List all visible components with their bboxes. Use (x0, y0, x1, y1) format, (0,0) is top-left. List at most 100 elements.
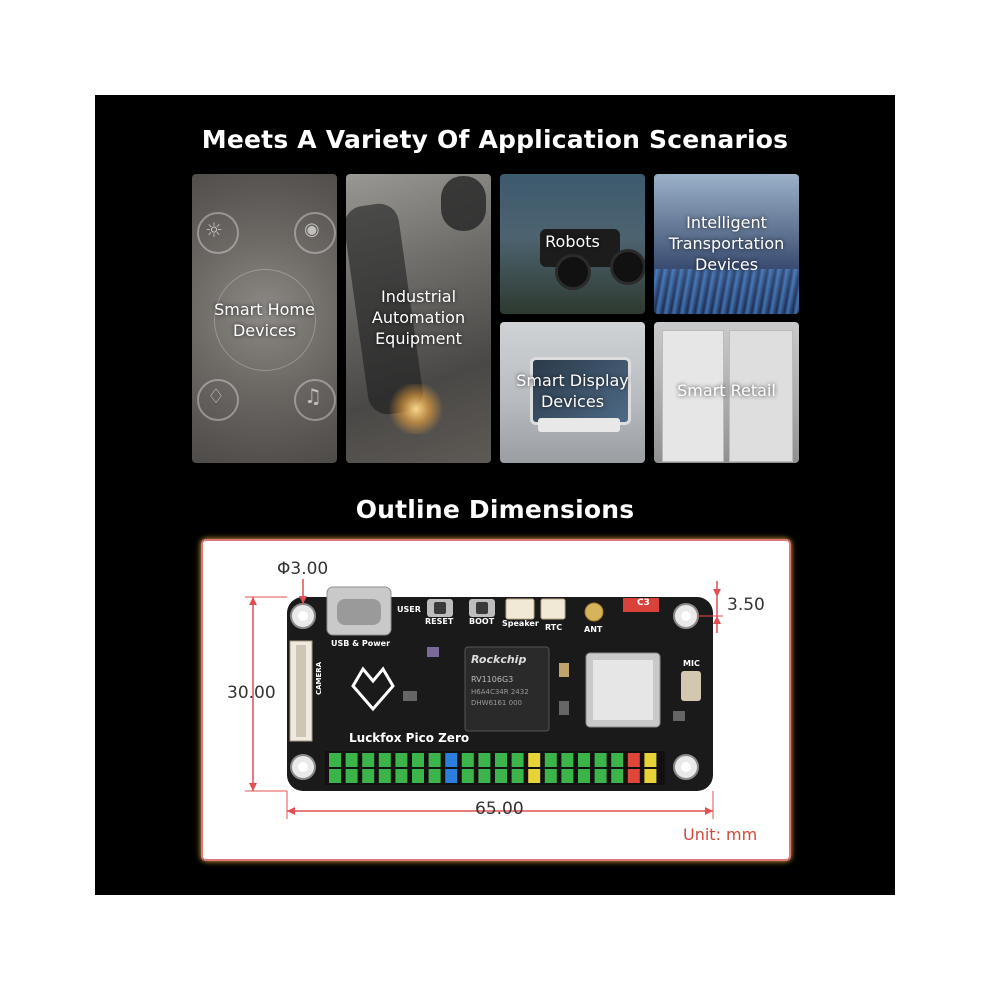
label-usb-power: USB & Power (331, 639, 391, 648)
mount-hole-inner (298, 762, 308, 772)
gpio-pin (445, 753, 458, 767)
dim-unit: Unit: mm (683, 825, 758, 844)
dim-height: 30.00 (227, 683, 276, 703)
label-boot: BOOT (469, 617, 495, 626)
label-chip-line2: H6A4C34R 2432 (471, 688, 529, 696)
tile-smart-home-label: Smart Home Devices (214, 300, 315, 340)
dimension-drawing (245, 579, 723, 819)
edge-arrow-bottom (713, 616, 721, 624)
gpio-pin (627, 769, 640, 783)
label-chip-model: RV1106G3 (471, 675, 514, 684)
label-chip-line3: DHW6161 000 (471, 699, 522, 707)
tile-transport: Intelligent Transportation Devices (654, 174, 799, 314)
bulb-ring-top-left (197, 212, 239, 254)
gpio-pin (528, 753, 541, 767)
label-ant: ANT (584, 625, 603, 634)
gpio-pin (627, 753, 640, 767)
gpio-pin (644, 753, 657, 767)
antenna-connector (584, 602, 604, 622)
tile-industrial-label: Industrial Automation Equipment (371, 287, 466, 348)
content-panel: Meets A Variety Of Application Scenarios… (95, 95, 895, 895)
boot-button-cap (476, 602, 488, 614)
gpio-pin (378, 769, 391, 783)
luckfox-logo-icon (351, 666, 395, 712)
usb-c-port (337, 599, 381, 625)
rtc-connector (540, 598, 566, 620)
gpio-pin (495, 753, 507, 767)
gpio-pin (445, 769, 458, 783)
road-light-lines (654, 269, 799, 314)
gpio-pin (412, 769, 424, 783)
mount-hole-inner (681, 611, 691, 621)
mount-hole-inner (681, 762, 691, 772)
sparks-glow (386, 384, 446, 434)
c3-component (623, 598, 659, 612)
gpio-pin (478, 769, 491, 783)
gpio-pin (362, 769, 375, 783)
label-user: USER (397, 605, 421, 614)
label-mic: MIC (683, 659, 700, 668)
rockchip-soc (464, 646, 550, 732)
tile-robots: Robots (500, 174, 645, 314)
robot-wheel-left (555, 254, 591, 290)
gpio-pin (544, 753, 557, 767)
label-speaker: Speaker (502, 619, 539, 628)
music-icon: ♫ (304, 384, 322, 408)
gpio-pin (461, 753, 474, 767)
gpio-pin (329, 769, 341, 783)
smd-component (427, 647, 439, 657)
label-board-name: Luckfox Pico Zero (349, 731, 470, 745)
height-arrow-bottom (249, 783, 257, 791)
gpio-pin (594, 753, 607, 767)
tile-transport-label: Intelligent Transportation Devices (668, 213, 785, 274)
display-device-base (538, 418, 620, 432)
gpio-pin (644, 769, 657, 783)
wifi-module-shield (593, 660, 653, 720)
dim-width: 65.00 (475, 799, 524, 819)
gpio-pins (329, 753, 657, 783)
gpio-pin (428, 753, 441, 767)
gpio-pin (378, 753, 391, 767)
bulb-ring-bottom-left (197, 379, 239, 421)
gpio-pin (561, 769, 574, 783)
dim-edge-offset: 3.50 (727, 595, 765, 615)
gpio-pin (611, 769, 624, 783)
gpio-pin (611, 753, 624, 767)
tile-robots-label: Robots (545, 232, 600, 251)
smd-component (559, 701, 569, 715)
gpio-pin (412, 753, 424, 767)
edge-arrow-top (713, 589, 721, 597)
label-camera: CAMERA (315, 661, 323, 695)
center-ring (214, 269, 316, 371)
label-reset: RESET (425, 617, 454, 626)
gpio-pin (345, 753, 358, 767)
robot-wheel-right (610, 249, 645, 285)
smd-component (673, 711, 685, 721)
scenarios-heading: Meets A Variety Of Application Scenarios (201, 125, 789, 154)
gpio-pin (395, 753, 408, 767)
gpio-pin (395, 769, 408, 783)
gpio-pin (511, 769, 524, 783)
robot-arm-head (441, 176, 486, 231)
hole-leader-arrow (299, 596, 307, 604)
tile-smart-home: ☼ ♢ ♫ ◉ Smart Home Devices (192, 174, 337, 463)
music-ring-bottom-right (294, 379, 336, 421)
smd-component (403, 691, 417, 701)
tile-retail: Smart Retail (654, 322, 799, 463)
gpio-pin (578, 769, 590, 783)
dim-hole-diameter: Φ3.00 (277, 559, 329, 579)
outline-heading: Outline Dimensions (355, 495, 635, 524)
vending-machine-left (662, 330, 724, 462)
gpio-pin (329, 753, 341, 767)
gpio-pin (478, 753, 491, 767)
height-arrow-top (249, 597, 257, 605)
gpio-pin (594, 769, 607, 783)
camera-icon: ◉ (304, 219, 320, 240)
gpio-pin (362, 753, 375, 767)
mount-hole-inner (298, 611, 308, 621)
gpio-pin (461, 769, 474, 783)
sun-icon: ☼ (205, 218, 223, 242)
vending-machine-right (729, 330, 793, 462)
gpio-pin (561, 753, 574, 767)
tile-industrial: Industrial Automation Equipment (346, 174, 491, 463)
